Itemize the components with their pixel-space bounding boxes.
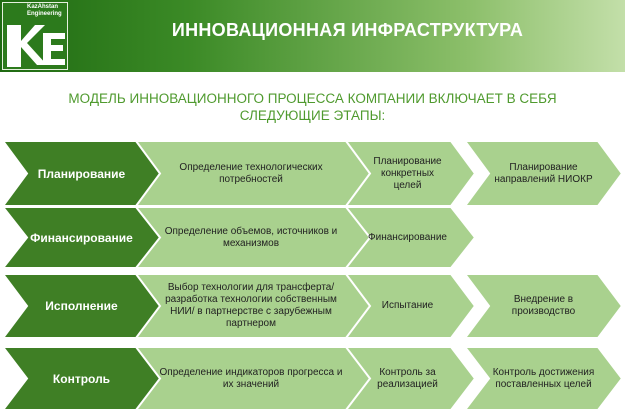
subtitle-line-1: МОДЕЛЬ ИННОВАЦИОННОГО ПРОЦЕССА КОМПАНИИ …: [68, 91, 557, 106]
step-label: Испытание: [381, 300, 434, 311]
stage-chevron: [0, 346, 162, 411]
step-label: Планирование направлений НИОКР: [494, 161, 593, 185]
step-chevron: [463, 273, 624, 339]
step-label: Планирование конкретных целей: [373, 155, 442, 191]
step-label: Внедрение в производство: [511, 294, 576, 317]
company-logo: KazAhstan Engineering: [2, 2, 68, 70]
header-banner: KazAhstan Engineering ИННОВАЦИОННАЯ ИНФР…: [0, 0, 625, 72]
step-chevron: [463, 140, 624, 207]
stage-label: Планирование: [37, 166, 126, 181]
step-label: Определение технологических потребностей: [179, 161, 323, 185]
page-title: ИННОВАЦИОННАЯ ИНФРАСТРУКТУРА: [171, 20, 524, 40]
logo-ke-icon: [7, 25, 65, 67]
stage-chevron: [0, 206, 162, 269]
subtitle: МОДЕЛЬ ИННОВАЦИОННОГО ПРОЦЕССА КОМПАНИИ …: [0, 90, 625, 124]
logo-text: KazAhstan Engineering: [27, 4, 62, 17]
subtitle-line-2: СЛЕДУЮЩИЕ ЭТАПЫ:: [239, 108, 386, 123]
step-label: Контроль за реализацией: [377, 366, 438, 390]
step-label: Определение объемов, источников и механи…: [164, 225, 338, 249]
stage-label: Контроль: [52, 371, 111, 386]
step-chevron: [462, 346, 624, 411]
stage-chevron: [1, 273, 162, 339]
step-label: Выбор технологии для трансферта/ разрабо…: [165, 282, 337, 329]
step-label: Определение индикаторов прогресса и их з…: [159, 366, 343, 390]
step-label: Финансирование: [368, 231, 447, 243]
stage-label: Исполнение: [45, 299, 118, 313]
stage-label: Финансирование: [30, 230, 133, 245]
step-label: Контроль достижения поставленных целей: [492, 366, 595, 390]
